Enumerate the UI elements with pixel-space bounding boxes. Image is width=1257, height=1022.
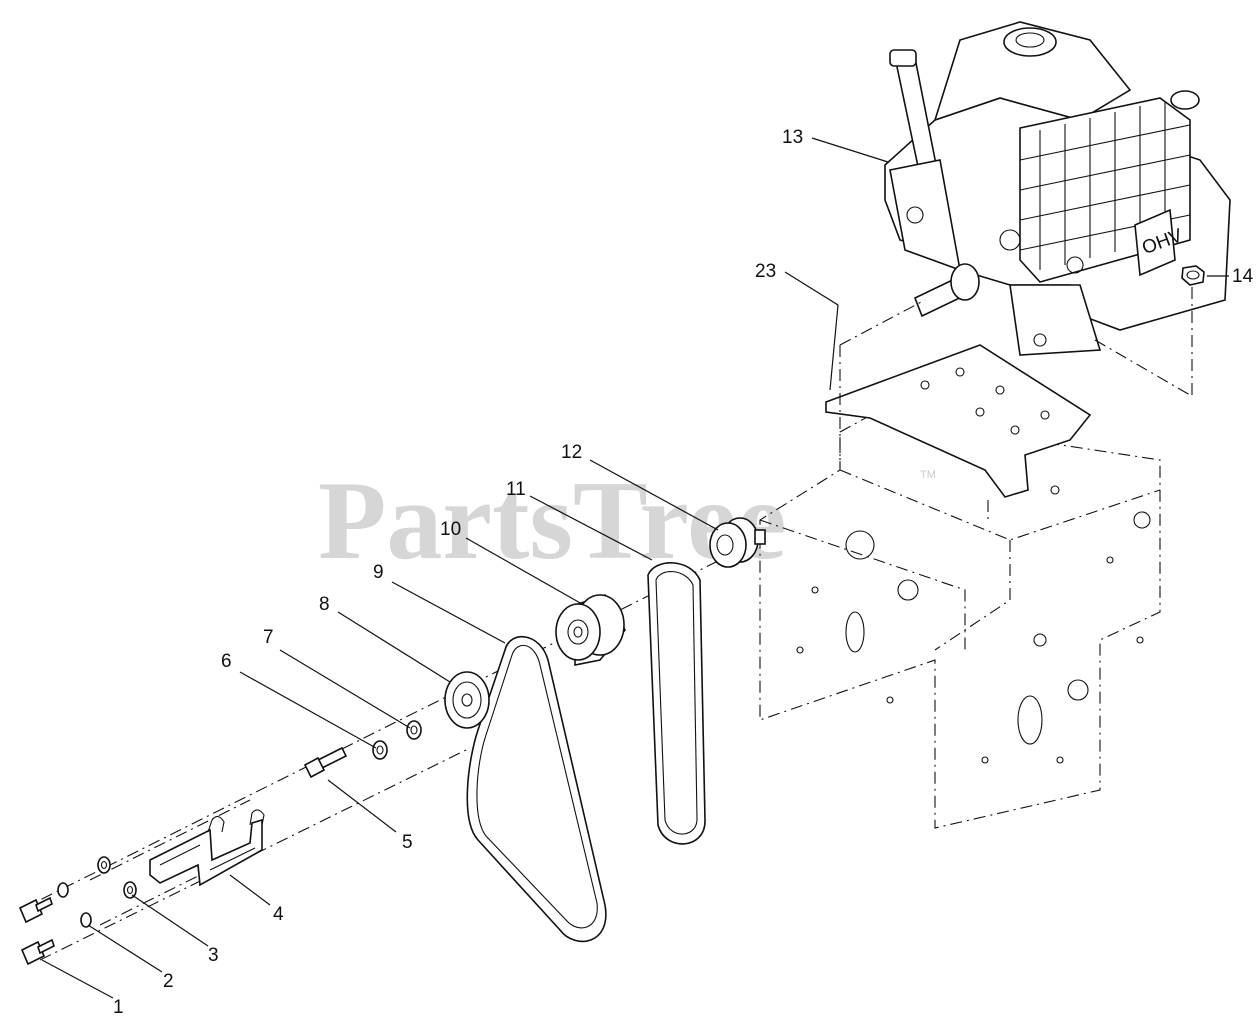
leader-lines	[41, 137, 1229, 999]
watermark-tm: TM	[920, 469, 936, 481]
callout-23: 23	[755, 261, 776, 282]
callout-5: 5	[402, 832, 413, 853]
belt-9	[466, 635, 607, 943]
belt-11	[647, 562, 706, 845]
lock-washer-2	[57, 882, 92, 928]
callout-11: 11	[506, 479, 526, 500]
callout-4: 4	[273, 904, 284, 925]
watermark-text: PartsTree	[318, 459, 787, 583]
frame-slot-left	[845, 611, 865, 653]
callouts: 1 2 3 4 5 6 7 8 9 10 11 12 13 14 23	[113, 127, 1254, 1018]
frame-hole-a	[897, 579, 919, 601]
fuel-cap	[1003, 27, 1057, 57]
frame-slot-right	[1017, 695, 1043, 745]
nut-14	[1181, 265, 1205, 286]
callout-9: 9	[373, 562, 384, 583]
watermark: PartsTree TM	[318, 459, 936, 583]
bolt-5	[303, 746, 348, 779]
frame-hole-d	[1133, 511, 1151, 529]
callout-7: 7	[263, 627, 274, 648]
pulley-10	[555, 594, 626, 666]
frame-hole-c	[845, 530, 875, 560]
callout-6: 6	[221, 651, 232, 672]
callout-10: 10	[440, 519, 461, 540]
frame-hole-b	[1067, 679, 1089, 701]
washer-7	[406, 720, 422, 740]
washer-3	[97, 856, 137, 899]
mounting-plate-23	[825, 344, 1092, 498]
idler-pulley-8	[444, 671, 490, 729]
callout-8: 8	[319, 594, 330, 615]
bolt-1	[18, 896, 55, 966]
spacer-6	[372, 740, 388, 760]
pulley-12	[709, 517, 766, 568]
chassis-frame	[759, 409, 1161, 829]
callout-1: 1	[113, 997, 124, 1018]
callout-12: 12	[561, 442, 582, 463]
bracket-4	[149, 809, 265, 887]
callout-3: 3	[208, 945, 219, 966]
engine-13: OHV	[884, 21, 1231, 356]
callout-13: 13	[782, 127, 803, 148]
callout-14: 14	[1232, 266, 1254, 287]
callout-2: 2	[163, 971, 174, 992]
